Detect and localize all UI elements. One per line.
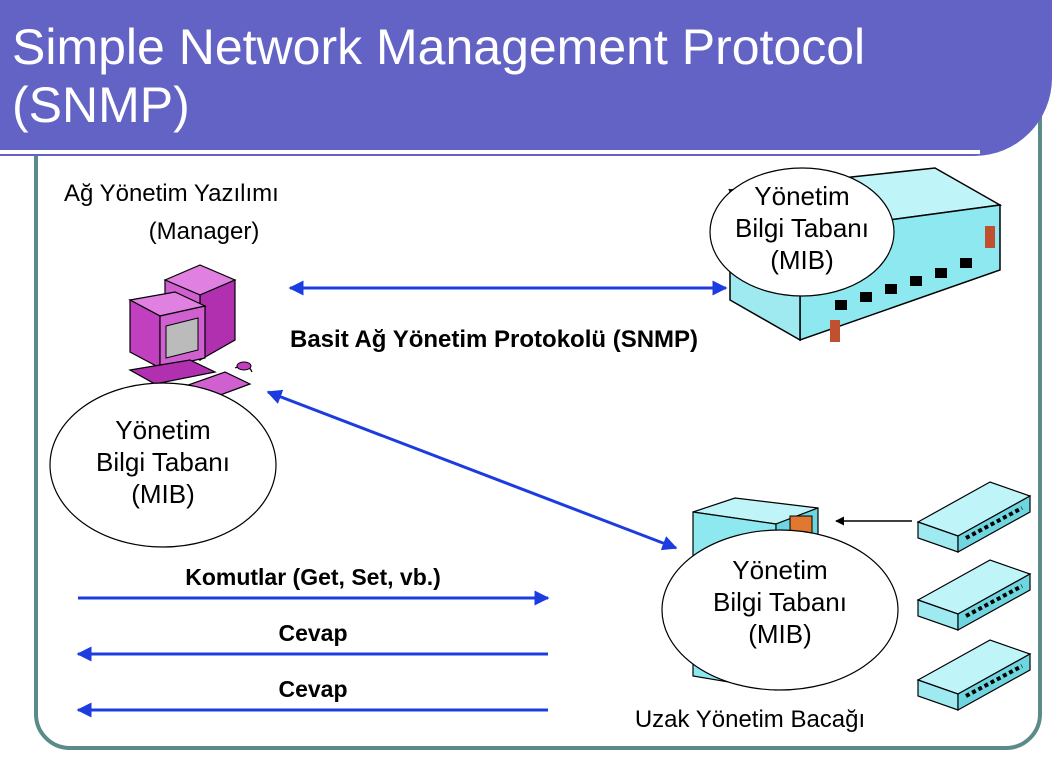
network-device-icon-1: [916, 481, 1032, 554]
manager-label-line2: (Manager): [148, 218, 260, 245]
mib-text-device: Yönetim Bilgi Tabanı (MIB): [710, 180, 894, 276]
mib-line2: Bilgi Tabanı: [713, 587, 847, 617]
protocol-label: Basit Ağ Yönetim Protokolü (SNMP): [290, 326, 699, 353]
mib-line3: (MIB): [748, 619, 812, 649]
mib-line3: (MIB): [770, 245, 834, 275]
manager-agent-arrow: [266, 389, 678, 551]
mib-line3: (MIB): [131, 479, 195, 509]
commands-label: Komutlar (Get, Set, vb.): [185, 564, 441, 590]
response-label-1: Cevap: [278, 620, 348, 646]
response-label-2: Cevap: [278, 676, 348, 702]
manager-label-line1: Ağ Yönetim Yazılımı: [64, 180, 279, 207]
mib-line2: Bilgi Tabanı: [96, 447, 230, 477]
title-underline: [0, 150, 980, 154]
slide-title: Simple Network Management Protocol (SNMP…: [12, 19, 866, 133]
mib-text-agent: Yönetim Bilgi Tabanı (MIB): [662, 554, 898, 650]
network-device-icon-3: [916, 639, 1032, 712]
mib-line1: Yönetim: [115, 415, 211, 445]
mib-text-manager: Yönetim Bilgi Tabanı (MIB): [50, 414, 276, 510]
mib-ellipse-device: [709, 167, 895, 297]
mib-ellipse-agent: [661, 529, 899, 691]
mib-line1: Yönetim: [754, 181, 850, 211]
agent-label: Uzak Yönetim Bacağı: [634, 706, 866, 733]
mib-line2: Bilgi Tabanı: [735, 213, 869, 243]
network-device-icon-2: [916, 559, 1032, 632]
title-band: Simple Network Management Protocol (SNMP…: [0, 0, 1052, 156]
mib-line1: Yönetim: [732, 555, 828, 585]
